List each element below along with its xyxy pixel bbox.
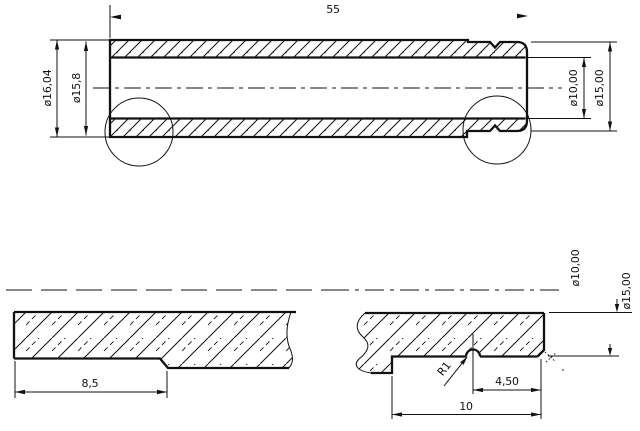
detail-view-left: 8,5 bbox=[12, 310, 296, 398]
groove-radius-label: R1 bbox=[435, 359, 454, 378]
arrowhead-top bbox=[83, 41, 89, 51]
detail-left-hatch bbox=[14, 312, 293, 368]
part-outline bbox=[108, 38, 529, 139]
leader-arrowhead bbox=[460, 356, 468, 365]
arrowhead-top bbox=[581, 57, 587, 67]
detail-right-outer-edge-2 bbox=[371, 355, 466, 375]
dia-bore-detail-label: ø10,00 bbox=[569, 249, 582, 286]
chamfer-dot bbox=[562, 369, 564, 371]
dia-outer-detail-label: ø15,00 bbox=[620, 272, 633, 309]
arrowhead-left bbox=[110, 14, 121, 20]
detail-left-outer-edge bbox=[14, 357, 289, 370]
chamfer-dotted-1 bbox=[544, 351, 557, 363]
arrowhead-bottom bbox=[54, 127, 60, 137]
arrowhead-right bbox=[517, 13, 528, 19]
dim-dia-bore-main: ø10,00 bbox=[528, 57, 591, 119]
dim-dia-end-main: ø15,00 bbox=[531, 41, 617, 132]
arrowhead-right bbox=[157, 389, 167, 395]
dim-groove-to-end: 4,50 bbox=[472, 334, 542, 419]
detail-right-end-face bbox=[536, 313, 546, 358]
arrowhead-bottom bbox=[581, 109, 587, 119]
dim-dia-outer-detail: ø15,00 bbox=[548, 272, 633, 357]
arrowhead-left bbox=[473, 387, 483, 393]
arrowhead-top bbox=[607, 42, 613, 52]
groove-to-end-label: 4,50 bbox=[495, 375, 519, 388]
chamfer-dotted-2 bbox=[545, 351, 558, 363]
arrowhead-bottom bbox=[83, 126, 89, 136]
bottom-wall-hatch bbox=[110, 118, 527, 137]
detail-circle-right bbox=[462, 95, 532, 165]
main-section-view bbox=[93, 38, 562, 167]
dia-outer-left-label: ø16,04 bbox=[41, 69, 54, 106]
dim-dia-bore-detail: ø10,00 bbox=[549, 249, 632, 313]
dia-step-left-label: ø15,8 bbox=[70, 73, 83, 103]
arrowhead-left bbox=[392, 412, 402, 417]
arrowhead-right bbox=[531, 387, 541, 393]
arrowhead-right bbox=[531, 412, 541, 417]
dim-step-length: 8,5 bbox=[14, 361, 168, 398]
dim-end-section-length: 10 bbox=[391, 376, 541, 419]
end-section-length-label: 10 bbox=[459, 400, 473, 413]
dim-length-55: 55 bbox=[109, 3, 528, 38]
detail-circle-left bbox=[104, 97, 174, 167]
arrowhead-down bbox=[607, 348, 613, 356]
dim-dia-16-04: ø16,04 bbox=[41, 39, 109, 138]
arrowhead-top bbox=[54, 40, 60, 50]
step-length-label: 8,5 bbox=[82, 377, 99, 390]
dim-length-label: 55 bbox=[326, 3, 340, 16]
arrowhead-left bbox=[15, 389, 25, 395]
dim-groove-radius: R1 bbox=[435, 356, 468, 387]
dia-bore-label: ø10,00 bbox=[567, 69, 580, 106]
chamfer-marks bbox=[544, 351, 564, 371]
arrowhead-down bbox=[614, 304, 620, 313]
detail-left-break-line bbox=[286, 311, 293, 369]
detail-right-break-line bbox=[355, 312, 372, 374]
top-wall-hatch bbox=[110, 40, 527, 58]
detail-view-right: R1 4,50 10 ø10,00 ø15,00 bbox=[355, 249, 633, 419]
dia-end-label: ø15,00 bbox=[593, 69, 606, 106]
dim-dia-15-8: ø15,8 bbox=[70, 41, 89, 136]
arrowhead-bottom bbox=[607, 121, 613, 131]
detail-right-hatch bbox=[356, 313, 544, 373]
